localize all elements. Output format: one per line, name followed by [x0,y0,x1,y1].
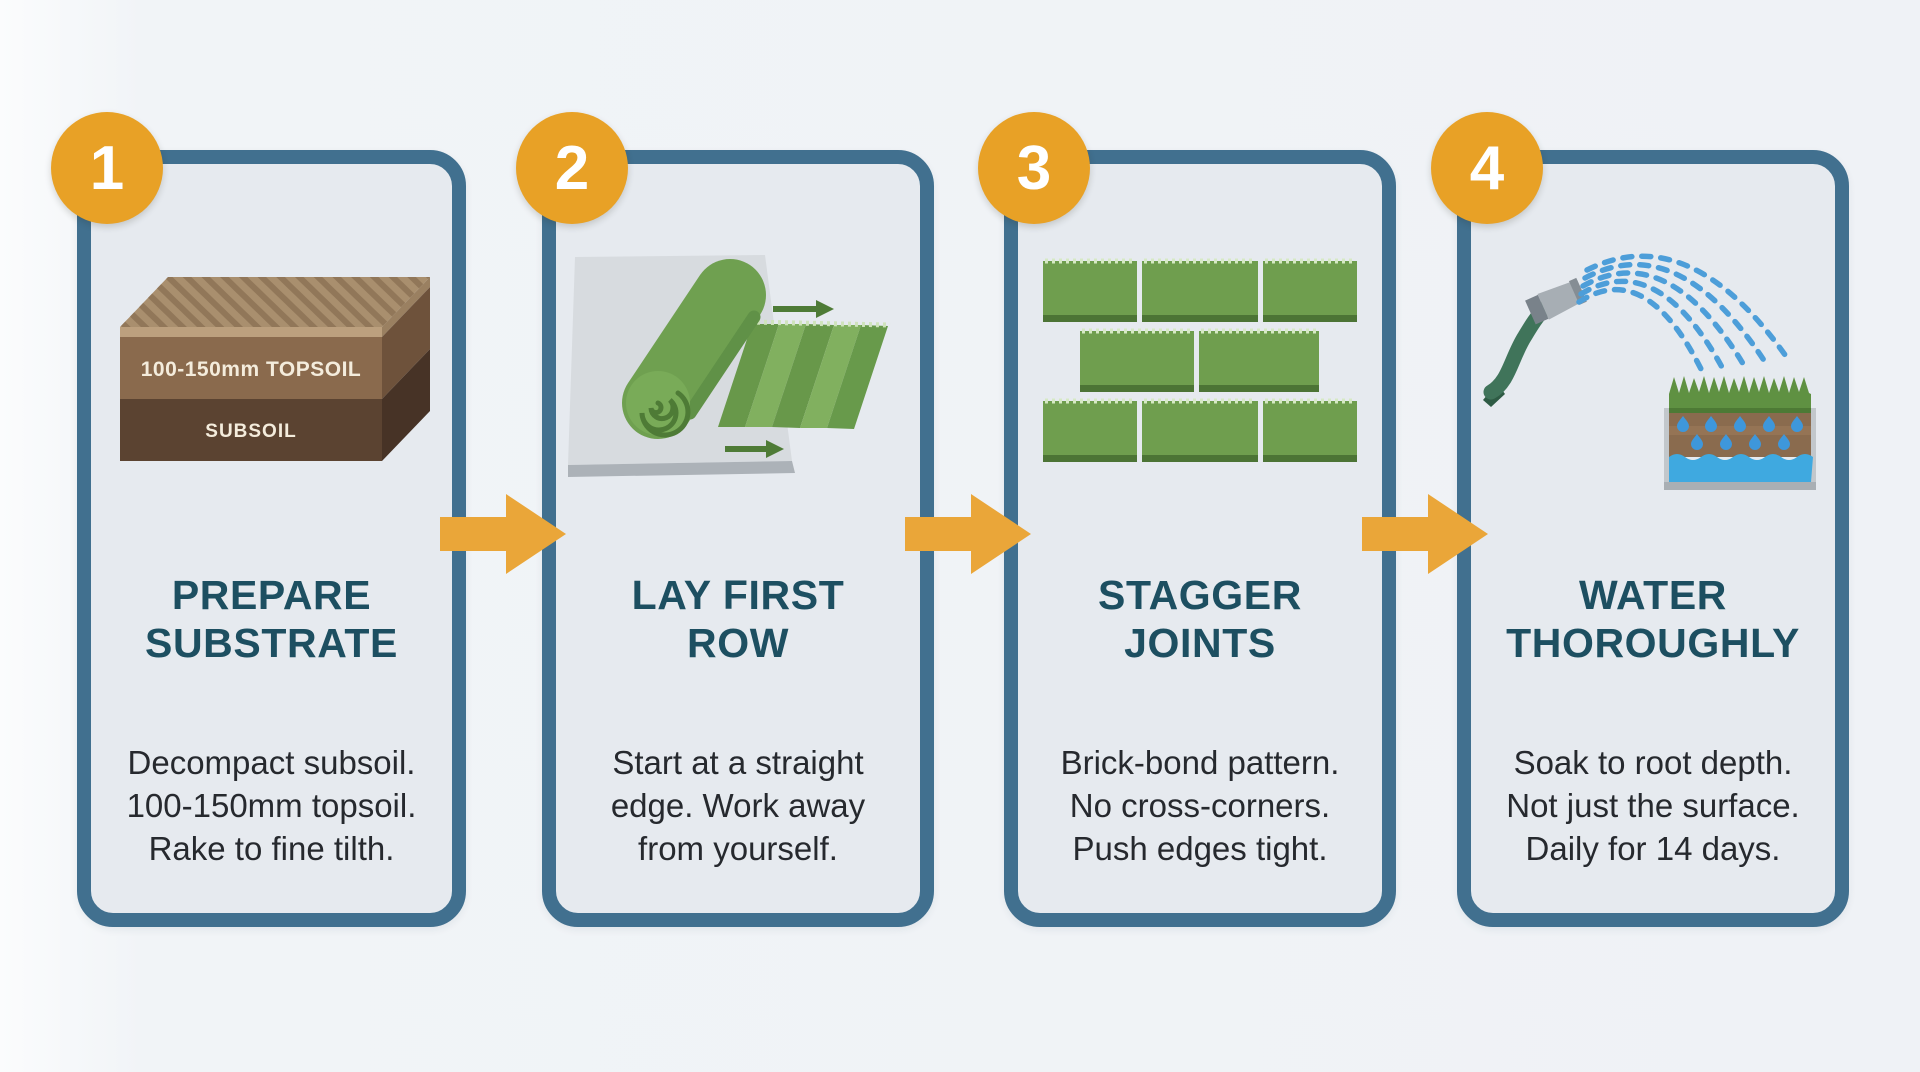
grass-fringe [749,319,891,328]
soil-side-topsoil [381,287,430,399]
water-spray [1576,253,1793,374]
grass-layer [1669,376,1811,412]
step-number-badge-2: 2 [516,112,628,224]
step-number-badge-4: 4 [1431,112,1543,224]
turf-roll-icon [568,253,908,493]
step-number: 3 [1016,133,1052,203]
step-number: 4 [1469,133,1505,203]
flow-arrow-2 [905,494,1031,574]
flow-arrow-3 [1362,494,1488,574]
step-number: 1 [89,133,125,203]
step-number: 2 [554,133,590,203]
step-description: Brick-bond pattern. No cross-corners. Pu… [1060,744,1340,867]
slab-edge [568,461,795,477]
step-card-1: 100-150mm TOPSOIL SUBSOIL PREPARE SUBSTR… [77,150,466,927]
step-description: Start at a straight edge. Work away from… [610,744,866,867]
lay-direction-arrow-top [773,300,834,318]
step-title: PREPARE SUBSTRATE [145,572,398,666]
roll-spiral [639,390,691,438]
soil-front-band [119,327,382,337]
soil-side-band [381,277,430,337]
topsoil-label: 100-150mm TOPSOIL [140,358,361,381]
lay-direction-arrow-bottom [725,440,784,458]
step-number-badge-1: 1 [51,112,163,224]
step-description: Soak to root depth. Not just the surface… [1506,744,1800,867]
step-title: WATER THOROUGHLY [1506,572,1800,666]
step-card-4: WATER THOROUGHLY Soak to root depth. Not… [1457,150,1849,927]
water-table-layer [1669,454,1813,482]
soil-cross-section [1664,376,1816,490]
soil-layers-icon: 100-150mm TOPSOIL SUBSOIL [112,263,432,473]
topsoil-layer [119,337,382,399]
turf-brick-row-2 [1080,328,1319,392]
soil-side-subsoil [381,349,430,461]
turf-brick-row-3 [1043,398,1357,462]
turf-brick-row-1 [1043,258,1357,322]
step-title: LAY FIRST ROW [631,572,845,666]
step-number-badge-3: 3 [978,112,1090,224]
step-card-3: STAGGER JOINTS Brick-bond pattern. No cr… [1004,150,1396,927]
turf-roll [622,259,766,439]
soaking-water-drops [1677,416,1803,450]
soil-top-stripes [119,277,430,327]
unrolled-turf [718,319,891,429]
step-description: Decompact subsoil. 100-150mm topsoil. Ra… [126,744,417,867]
subsoil-label: SUBSOIL [205,421,296,442]
flow-arrow-1 [440,494,566,574]
brick-bond-icon [1043,258,1357,483]
watering-icon [1483,240,1823,495]
step-title: STAGGER JOINTS [1098,572,1302,666]
step-card-2: LAY FIRST ROW Start at a straight edge. … [542,150,934,927]
subsoil-layer [119,399,382,461]
